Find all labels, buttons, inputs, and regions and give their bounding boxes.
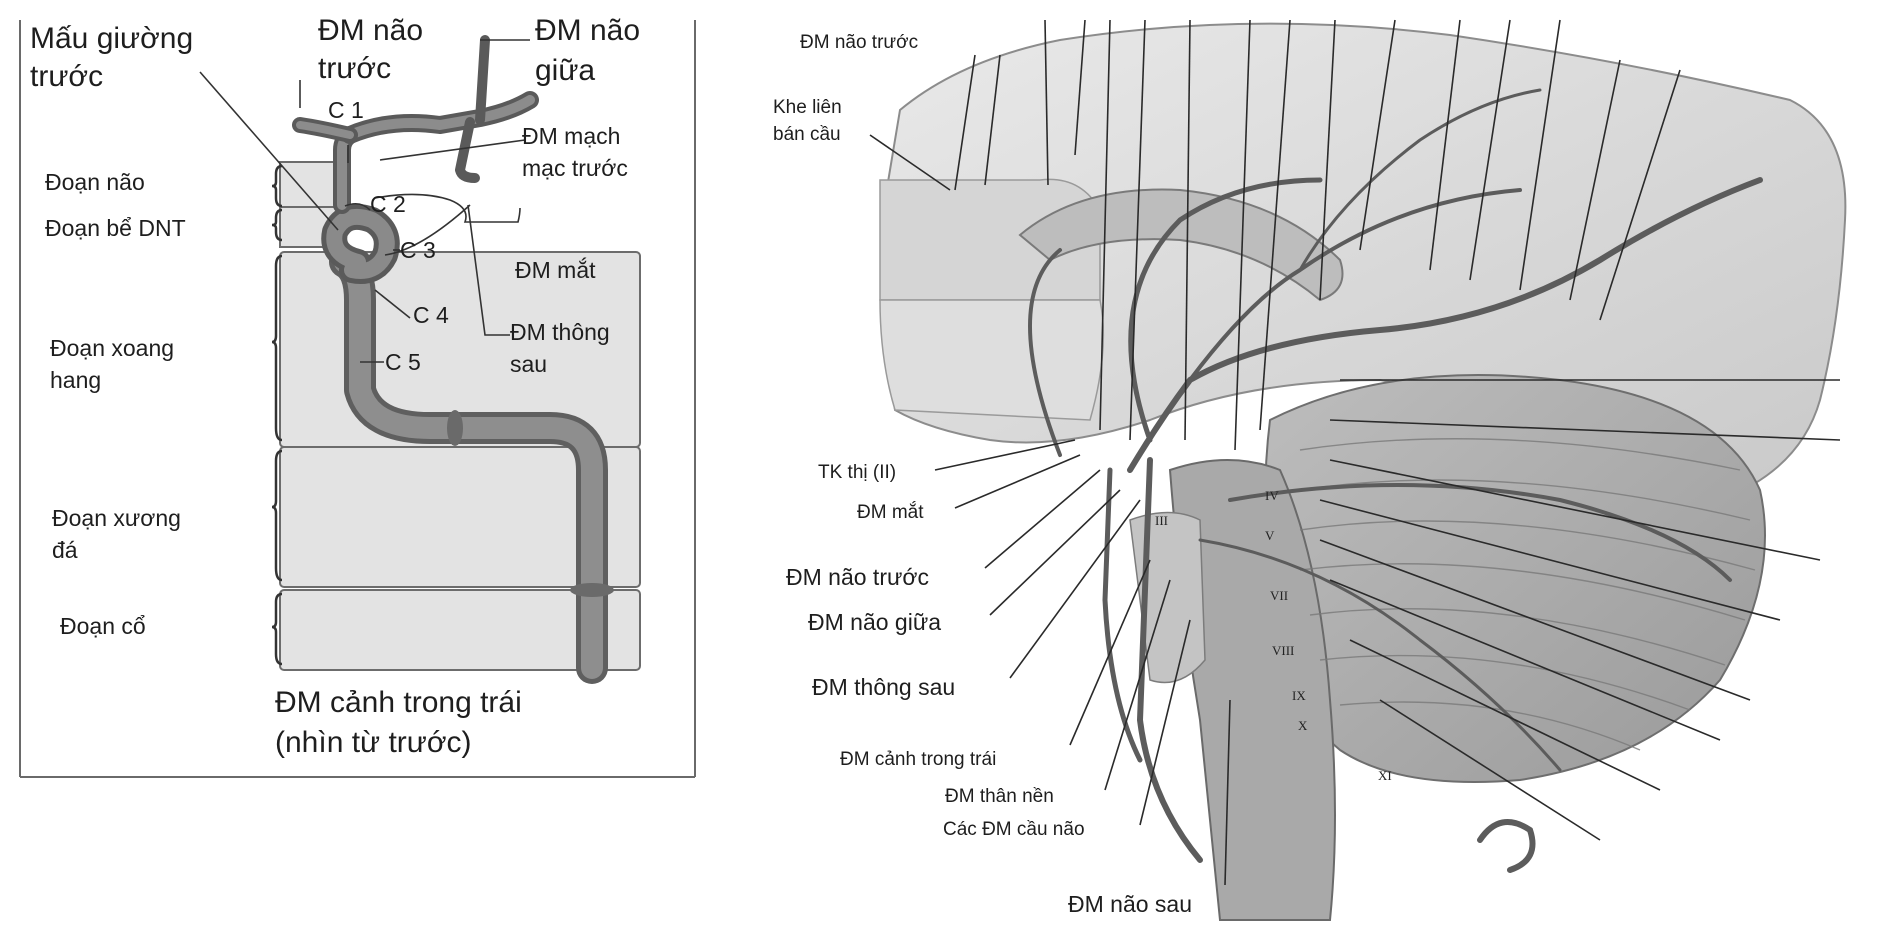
left-caption-1: ĐM cảnh trong trái <box>275 686 522 719</box>
right-figure: III IV V VII VIII IX X XI ĐM não trước K… <box>773 19 1847 921</box>
label-ica-right: ĐM cảnh trong trái <box>840 749 996 770</box>
label-mca-2: giữa <box>535 54 595 87</box>
label-mca-right: ĐM não giữa <box>808 609 941 635</box>
segment-cerebral: Đoạn não <box>45 169 145 195</box>
segment-cistern: Đoạn bể DNT <box>45 215 186 241</box>
label-basilar: ĐM thân nền <box>945 786 1054 807</box>
box-cervical <box>279 589 641 671</box>
label-falx-2: bán cầu <box>773 124 841 145</box>
label-aca-1: ĐM não <box>318 14 423 47</box>
nerve-IV: IV <box>1265 488 1279 503</box>
left-caption-2: (nhìn từ trước) <box>275 726 472 759</box>
label-optic-nerve: TK thị (II) <box>818 462 896 483</box>
nerve-IX: IX <box>1292 688 1306 703</box>
cerebral-hemisphere <box>882 22 1847 502</box>
label-pcom-1: ĐM thông <box>510 319 610 345</box>
right-leader-lines <box>869 19 1841 886</box>
label-pca: ĐM não sau <box>1068 891 1192 917</box>
label-pcom-2: sau <box>510 351 547 377</box>
segment-cervical: Đoạn cổ <box>60 613 146 639</box>
nerve-XI: XI <box>1378 768 1392 783</box>
label-anterior-clinoid-2: trước <box>30 60 103 93</box>
segment-petrous-1: Đoạn xương <box>52 505 181 531</box>
segment-code-c5: C 5 <box>385 349 421 375</box>
box-petrous <box>279 446 641 588</box>
segment-petrous-2: đá <box>52 537 78 563</box>
label-ophthalmic-right: ĐM mắt <box>857 501 924 523</box>
label-aca-2: trước <box>318 52 391 85</box>
label-falx-1: Khe liên <box>773 97 842 118</box>
nerve-VIII: VIII <box>1272 643 1294 658</box>
label-ant-choroidal-2: mạc trước <box>522 155 628 181</box>
segment-code-c3: C 3 <box>400 237 436 263</box>
label-anterior-clinoid-1: Mấu giường <box>30 22 193 55</box>
segment-code-c1: C 1 <box>328 97 364 123</box>
segment-cavernous-1: Đoạn xoang <box>50 335 174 361</box>
label-aca-right: ĐM não trước <box>786 564 929 590</box>
nerve-V: V <box>1265 528 1275 543</box>
nerve-III: III <box>1155 513 1168 528</box>
brainstem <box>1168 459 1336 921</box>
segment-cavernous-2: hang <box>50 367 101 393</box>
segment-code-c4: C 4 <box>413 302 449 328</box>
left-figure: Mấu giường trước ĐM não trước ĐM não giữ… <box>19 14 696 778</box>
label-pcom-right: ĐM thông sau <box>812 674 955 700</box>
segment-code-c2: C 2 <box>370 191 406 217</box>
label-top-aca: ĐM não trước <box>800 32 918 53</box>
nerve-X: X <box>1298 718 1308 733</box>
label-ant-choroidal-1: ĐM mạch <box>522 123 620 149</box>
nerve-VII: VII <box>1270 588 1288 603</box>
label-ophthalmic-left: ĐM mắt <box>515 257 596 283</box>
left-leader-lines <box>199 39 530 363</box>
label-mca-1: ĐM não <box>535 14 640 47</box>
segment-braces <box>271 164 283 666</box>
label-pontine: Các ĐM cầu não <box>943 819 1085 840</box>
internal-carotid-artery <box>292 35 614 684</box>
